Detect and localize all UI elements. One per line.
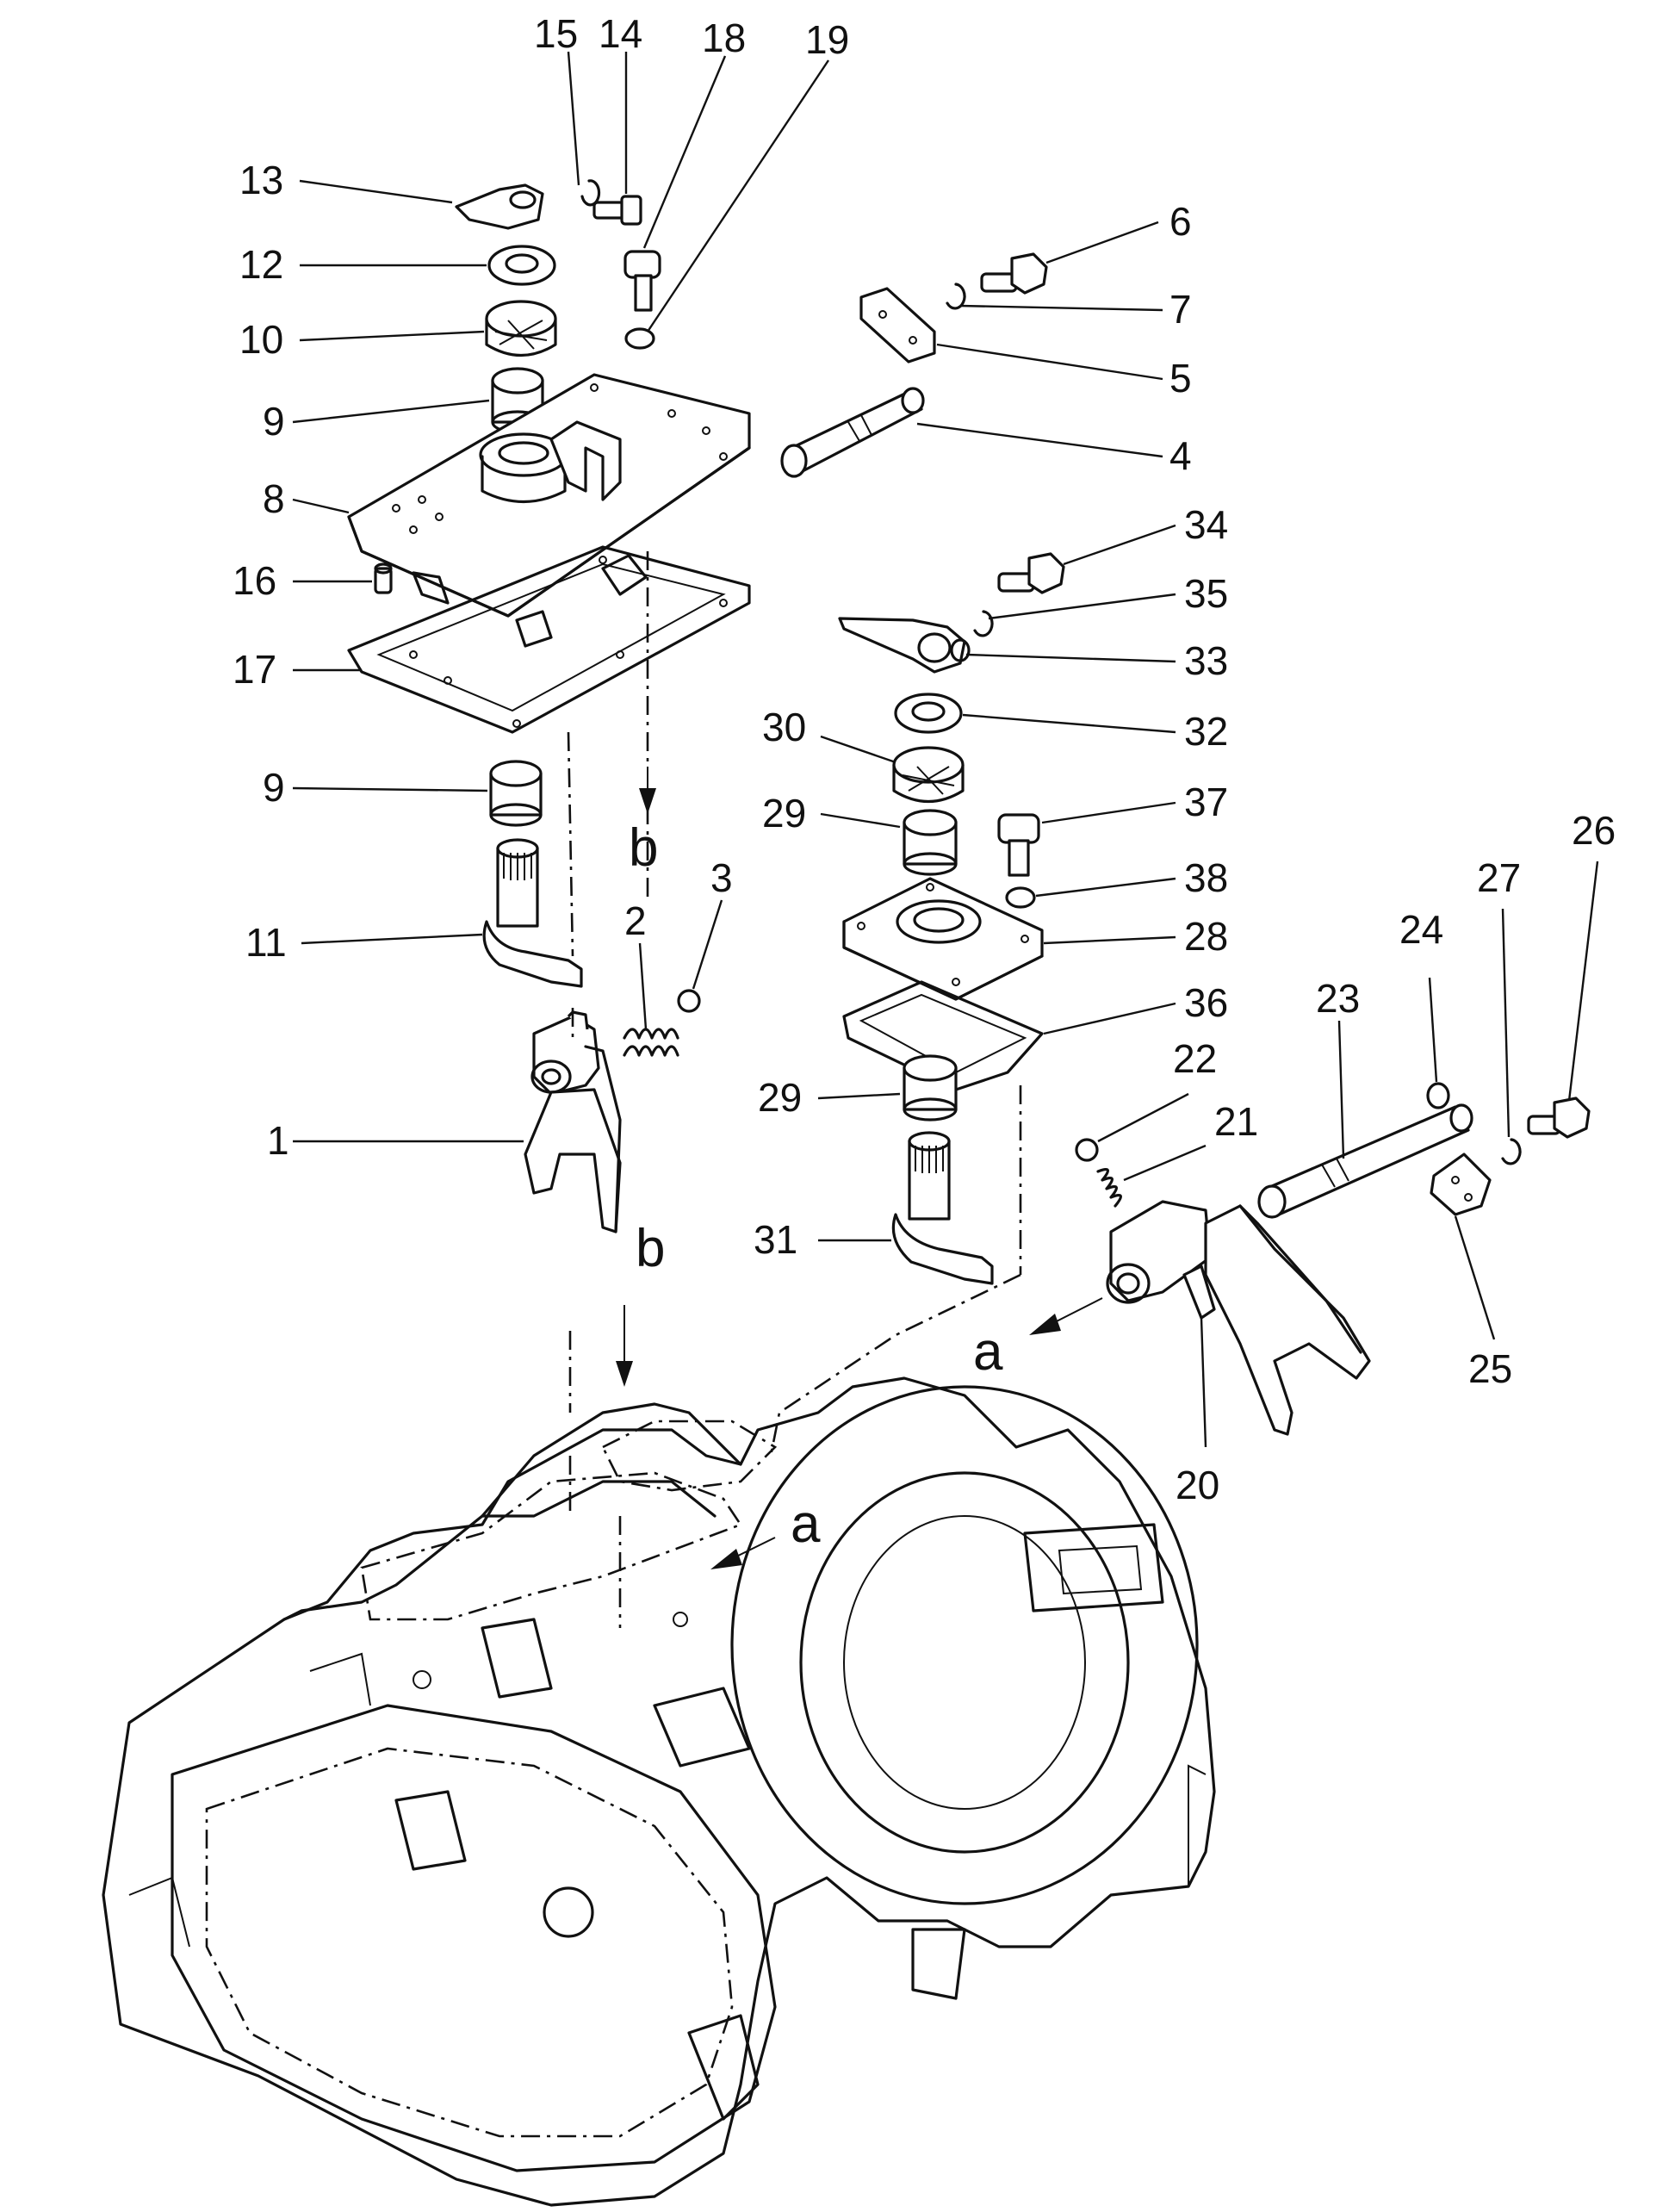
part-34-bolt [997, 552, 1065, 594]
callout-34: 34 [1184, 502, 1228, 547]
part-29-bearing-upper [903, 809, 958, 876]
callout-29-lower: 29 [758, 1075, 802, 1120]
callout-20: 20 [1176, 1463, 1219, 1507]
part-16-dowel-pin [374, 562, 393, 594]
callout-13: 13 [239, 158, 283, 202]
part-21-spring [1096, 1168, 1122, 1208]
alignment-lines [567, 551, 1022, 1628]
part-33-lever [838, 617, 971, 674]
part-30-bushing [892, 746, 965, 804]
callout-3: 3 [710, 855, 733, 900]
part-4-pin [780, 387, 925, 478]
part-31-shaft-lever [891, 1131, 994, 1285]
callout-9-upper: 9 [263, 399, 285, 444]
ref-b-upper: b [629, 818, 658, 878]
part-12-washer [487, 245, 556, 286]
arrow-head-icon [1029, 1314, 1061, 1335]
callout-25: 25 [1468, 1346, 1512, 1391]
callout-16: 16 [233, 558, 276, 603]
callout-31: 31 [754, 1217, 797, 1262]
callout-1: 1 [267, 1118, 289, 1163]
part-1-shift-fork [524, 1010, 622, 1233]
transmission-case [102, 1376, 1216, 2207]
part-23-rail-shaft [1257, 1103, 1473, 1219]
part-3-ball [677, 989, 701, 1013]
part-19-washer [624, 327, 655, 350]
callout-labels: 15 14 18 19 13 12 10 9 8 16 17 9 11 1 2 … [233, 11, 1616, 1507]
callout-10: 10 [239, 317, 283, 362]
part-28-cover [842, 877, 1044, 1001]
callout-21: 21 [1214, 1099, 1258, 1144]
part-11-shaft-lever [482, 838, 583, 988]
callout-7: 7 [1169, 287, 1192, 332]
part-8-cover-plate [347, 373, 751, 648]
part-2-spring [623, 1028, 679, 1057]
part-35-washer [973, 610, 994, 637]
callout-19: 19 [805, 17, 849, 62]
part-22-ball [1075, 1138, 1099, 1162]
callout-22: 22 [1173, 1036, 1217, 1081]
part-32-washer [894, 693, 963, 734]
reference-letters: b b a a [629, 818, 1003, 1554]
callout-2: 2 [624, 898, 647, 943]
callout-37: 37 [1184, 780, 1228, 824]
callout-4: 4 [1169, 433, 1192, 478]
part-17-gasket [347, 545, 751, 734]
callout-8: 8 [263, 476, 285, 521]
callout-27: 27 [1477, 855, 1521, 900]
callout-24: 24 [1399, 907, 1443, 952]
arrow-head-icon [616, 1361, 633, 1387]
callout-23: 23 [1316, 976, 1360, 1021]
part-27-washer [1501, 1138, 1522, 1165]
callout-26: 26 [1572, 808, 1616, 853]
part-18-bolt [623, 250, 661, 312]
part-5-plate [859, 287, 936, 363]
callout-5: 5 [1169, 356, 1192, 401]
leader-lines [292, 51, 1599, 1448]
callout-6: 6 [1169, 199, 1192, 244]
part-13-lever [455, 183, 544, 230]
part-24-o-ring [1426, 1082, 1450, 1109]
callout-33: 33 [1184, 638, 1228, 683]
part-25-plate [1430, 1153, 1492, 1216]
part-20-shift-fork [1106, 1200, 1371, 1436]
callout-17: 17 [233, 647, 276, 692]
callout-32: 32 [1184, 709, 1228, 754]
arrow-head-icon [710, 1549, 742, 1569]
callout-11: 11 [245, 920, 287, 965]
part-26-bolt [1527, 1097, 1591, 1139]
callout-28: 28 [1184, 914, 1228, 959]
part-10-bushing [485, 300, 557, 357]
part-9-bearing-lower [489, 760, 543, 827]
callout-29-upper: 29 [762, 791, 806, 836]
part-38-washer [1005, 886, 1036, 909]
callout-38: 38 [1184, 855, 1228, 900]
reference-arrows [616, 767, 1103, 1569]
ref-a-case: a [791, 1494, 821, 1554]
callout-30: 30 [762, 705, 806, 749]
part-7-washer [946, 283, 966, 310]
part-6-bolt [980, 252, 1048, 295]
callout-36: 36 [1184, 980, 1228, 1025]
callout-9-lower: 9 [263, 765, 285, 810]
part-37-bolt [997, 813, 1040, 877]
callout-35: 35 [1184, 571, 1228, 616]
part-29-bearing-lower [903, 1054, 958, 1122]
callout-14: 14 [599, 11, 642, 56]
arrow-head-icon [639, 788, 656, 814]
callout-15: 15 [534, 11, 578, 56]
ref-b-lower: b [636, 1219, 665, 1278]
ref-a-fork: a [973, 1322, 1003, 1382]
part-14-bolt [592, 195, 642, 226]
part-15-circlip [580, 179, 601, 207]
callout-12: 12 [239, 242, 283, 287]
callout-18: 18 [702, 16, 746, 60]
